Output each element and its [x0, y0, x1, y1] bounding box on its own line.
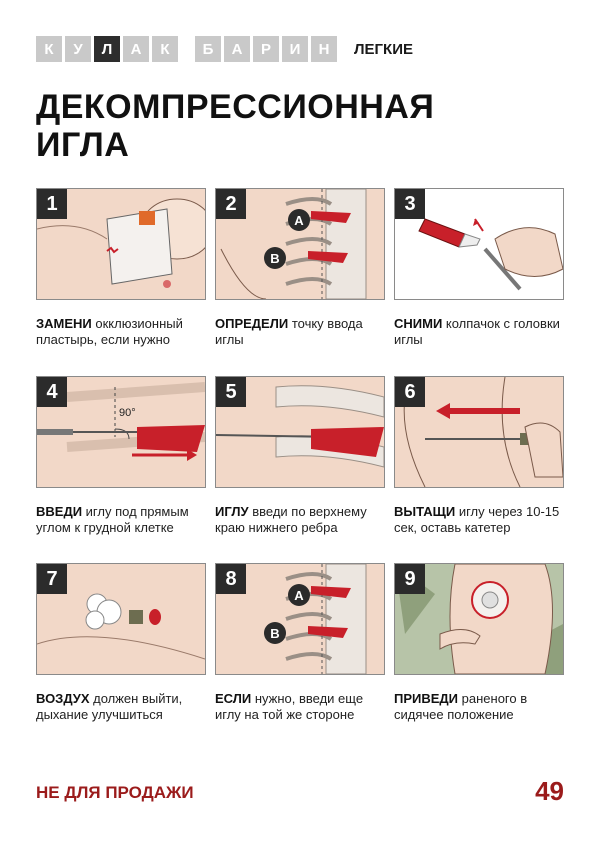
- step-caption: ВОЗДУХ должен выйти, дыхание улучшиться: [36, 691, 208, 723]
- step-number: 2: [216, 189, 246, 219]
- step-1: 1 ЗАМЕНИ окклюзионный пластырь, если нуж…: [36, 188, 206, 348]
- step-number: 8: [216, 564, 246, 594]
- brand-letter: А: [224, 36, 250, 62]
- step-9: 9 ПРИВЕДИ раненого в сидячее положение: [394, 563, 564, 723]
- remove-needle-illustration: [395, 377, 563, 487]
- step-text: иглу через 10-15 сек, оставь катетер: [394, 504, 560, 535]
- step-text: точку ввода иглы: [215, 316, 363, 347]
- step-illustration: 2 A B: [215, 188, 385, 300]
- step-illustration: 4 90°: [36, 376, 206, 488]
- step-illustration: 9: [394, 563, 564, 675]
- brand-letter: К: [152, 36, 178, 62]
- chest-seal-illustration: [37, 189, 205, 299]
- step-verb: СНИМИ: [394, 316, 443, 331]
- step-number: 5: [216, 377, 246, 407]
- step-caption: СНИМИ колпачок с головки иглы: [394, 316, 566, 348]
- step-illustration: 1: [36, 188, 206, 300]
- step-number: 7: [37, 564, 67, 594]
- step-text: колпачок с головки иглы: [394, 316, 560, 347]
- brand-letter: А: [123, 36, 149, 62]
- brand-letter: Б: [195, 36, 221, 62]
- step-number: 4: [37, 377, 67, 407]
- brand-letter: У: [65, 36, 91, 62]
- marker-a: A: [288, 584, 310, 606]
- title-line-2: ИГЛА: [36, 126, 130, 164]
- step-verb: ВВЕДИ: [36, 504, 83, 519]
- step-number: 1: [37, 189, 67, 219]
- second-needle-illustration: [216, 564, 384, 674]
- step-caption: ВВЕДИ иглу под прямым углом к грудной кл…: [36, 504, 208, 536]
- step-number: 6: [395, 377, 425, 407]
- step-text: окклюзионный пластырь, если нужно: [36, 316, 183, 347]
- step-illustration: 7: [36, 563, 206, 675]
- step-verb: ОПРЕДЕЛИ: [215, 316, 289, 331]
- step-verb: ИГЛУ: [215, 504, 249, 519]
- brand-header: К У Л А К Б А Р И Н ЛЕГКИЕ: [36, 36, 413, 62]
- angle-label: 90°: [119, 407, 136, 419]
- step-text: иглу под прямым углом к грудной клетке: [36, 504, 189, 535]
- step-verb: ВОЗДУХ: [36, 691, 90, 706]
- marker-b: B: [264, 247, 286, 269]
- needle-insert-illustration: [37, 377, 205, 487]
- step-3: 3 СНИМИ колпачок с головки иглы: [394, 188, 564, 348]
- ribcage-illustration: [216, 189, 384, 299]
- step-caption: ВЫТАЩИ иглу через 10-15 сек, оставь кате…: [394, 504, 566, 536]
- step-illustration: 5: [215, 376, 385, 488]
- step-text: нужно, введи еще иглу на той же стороне: [215, 691, 364, 722]
- step-illustration: 6: [394, 376, 564, 488]
- brand-letter: Н: [311, 36, 337, 62]
- step-illustration: 8 A B: [215, 563, 385, 675]
- page-title: ДЕКОМПРЕССИОННАЯ ИГЛА: [36, 88, 434, 164]
- step-6: 6 ВЫТАЩИ иглу через 10-15 сек, оставь ка…: [394, 376, 564, 536]
- step-verb: ВЫТАЩИ: [394, 504, 456, 519]
- brand-letter: Р: [253, 36, 279, 62]
- step-illustration: 3: [394, 188, 564, 300]
- marker-b: B: [264, 622, 286, 644]
- rib-edge-illustration: [216, 377, 384, 487]
- step-4: 4 90° ВВЕДИ иглу под прямым углом к груд…: [36, 376, 206, 536]
- step-caption: ЗАМЕНИ окклюзионный пластырь, если нужно: [36, 316, 208, 348]
- step-caption: ИГЛУ введи по верхнему краю нижнего ребр…: [215, 504, 387, 536]
- step-number: 9: [395, 564, 425, 594]
- step-caption: ЕСЛИ нужно, введи еще иглу на той же сто…: [215, 691, 387, 723]
- step-text: должен выйти, дыхание улучшиться: [36, 691, 183, 722]
- title-line-1: ДЕКОМПРЕССИОННАЯ: [36, 88, 435, 126]
- step-7: 7 ВОЗДУХ должен выйти, дыхание улучшитьс…: [36, 563, 206, 723]
- brand-letter: Л: [94, 36, 120, 62]
- sitting-position-illustration: [395, 564, 563, 674]
- brand-letter: И: [282, 36, 308, 62]
- step-caption: ПРИВЕДИ раненого в сидячее положение: [394, 691, 566, 723]
- step-text: введи по верхнему краю нижнего ребра: [215, 504, 367, 535]
- step-verb: ПРИВЕДИ: [394, 691, 459, 706]
- step-verb: ЕСЛИ: [215, 691, 252, 706]
- step-8: 8 A B ЕСЛИ нужно, введи еще иглу на той …: [215, 563, 385, 723]
- step-caption: ОПРЕДЕЛИ точку ввода иглы: [215, 316, 387, 348]
- not-for-sale-label: НЕ ДЛЯ ПРОДАЖИ: [36, 783, 194, 802]
- step-2: 2 A B ОПРЕДЕЛИ точку ввода иглы: [215, 188, 385, 348]
- step-verb: ЗАМЕНИ: [36, 316, 92, 331]
- brand-letter: К: [36, 36, 62, 62]
- step-number: 3: [395, 189, 425, 219]
- step-5: 5 ИГЛУ введи по верхнему краю нижнего ре…: [215, 376, 385, 536]
- marker-a: A: [288, 209, 310, 231]
- needle-cap-illustration: [395, 189, 563, 299]
- page-number: 49: [535, 776, 564, 806]
- step-text: раненого в сидячее положение: [394, 691, 528, 722]
- section-label: ЛЕГКИЕ: [354, 40, 413, 58]
